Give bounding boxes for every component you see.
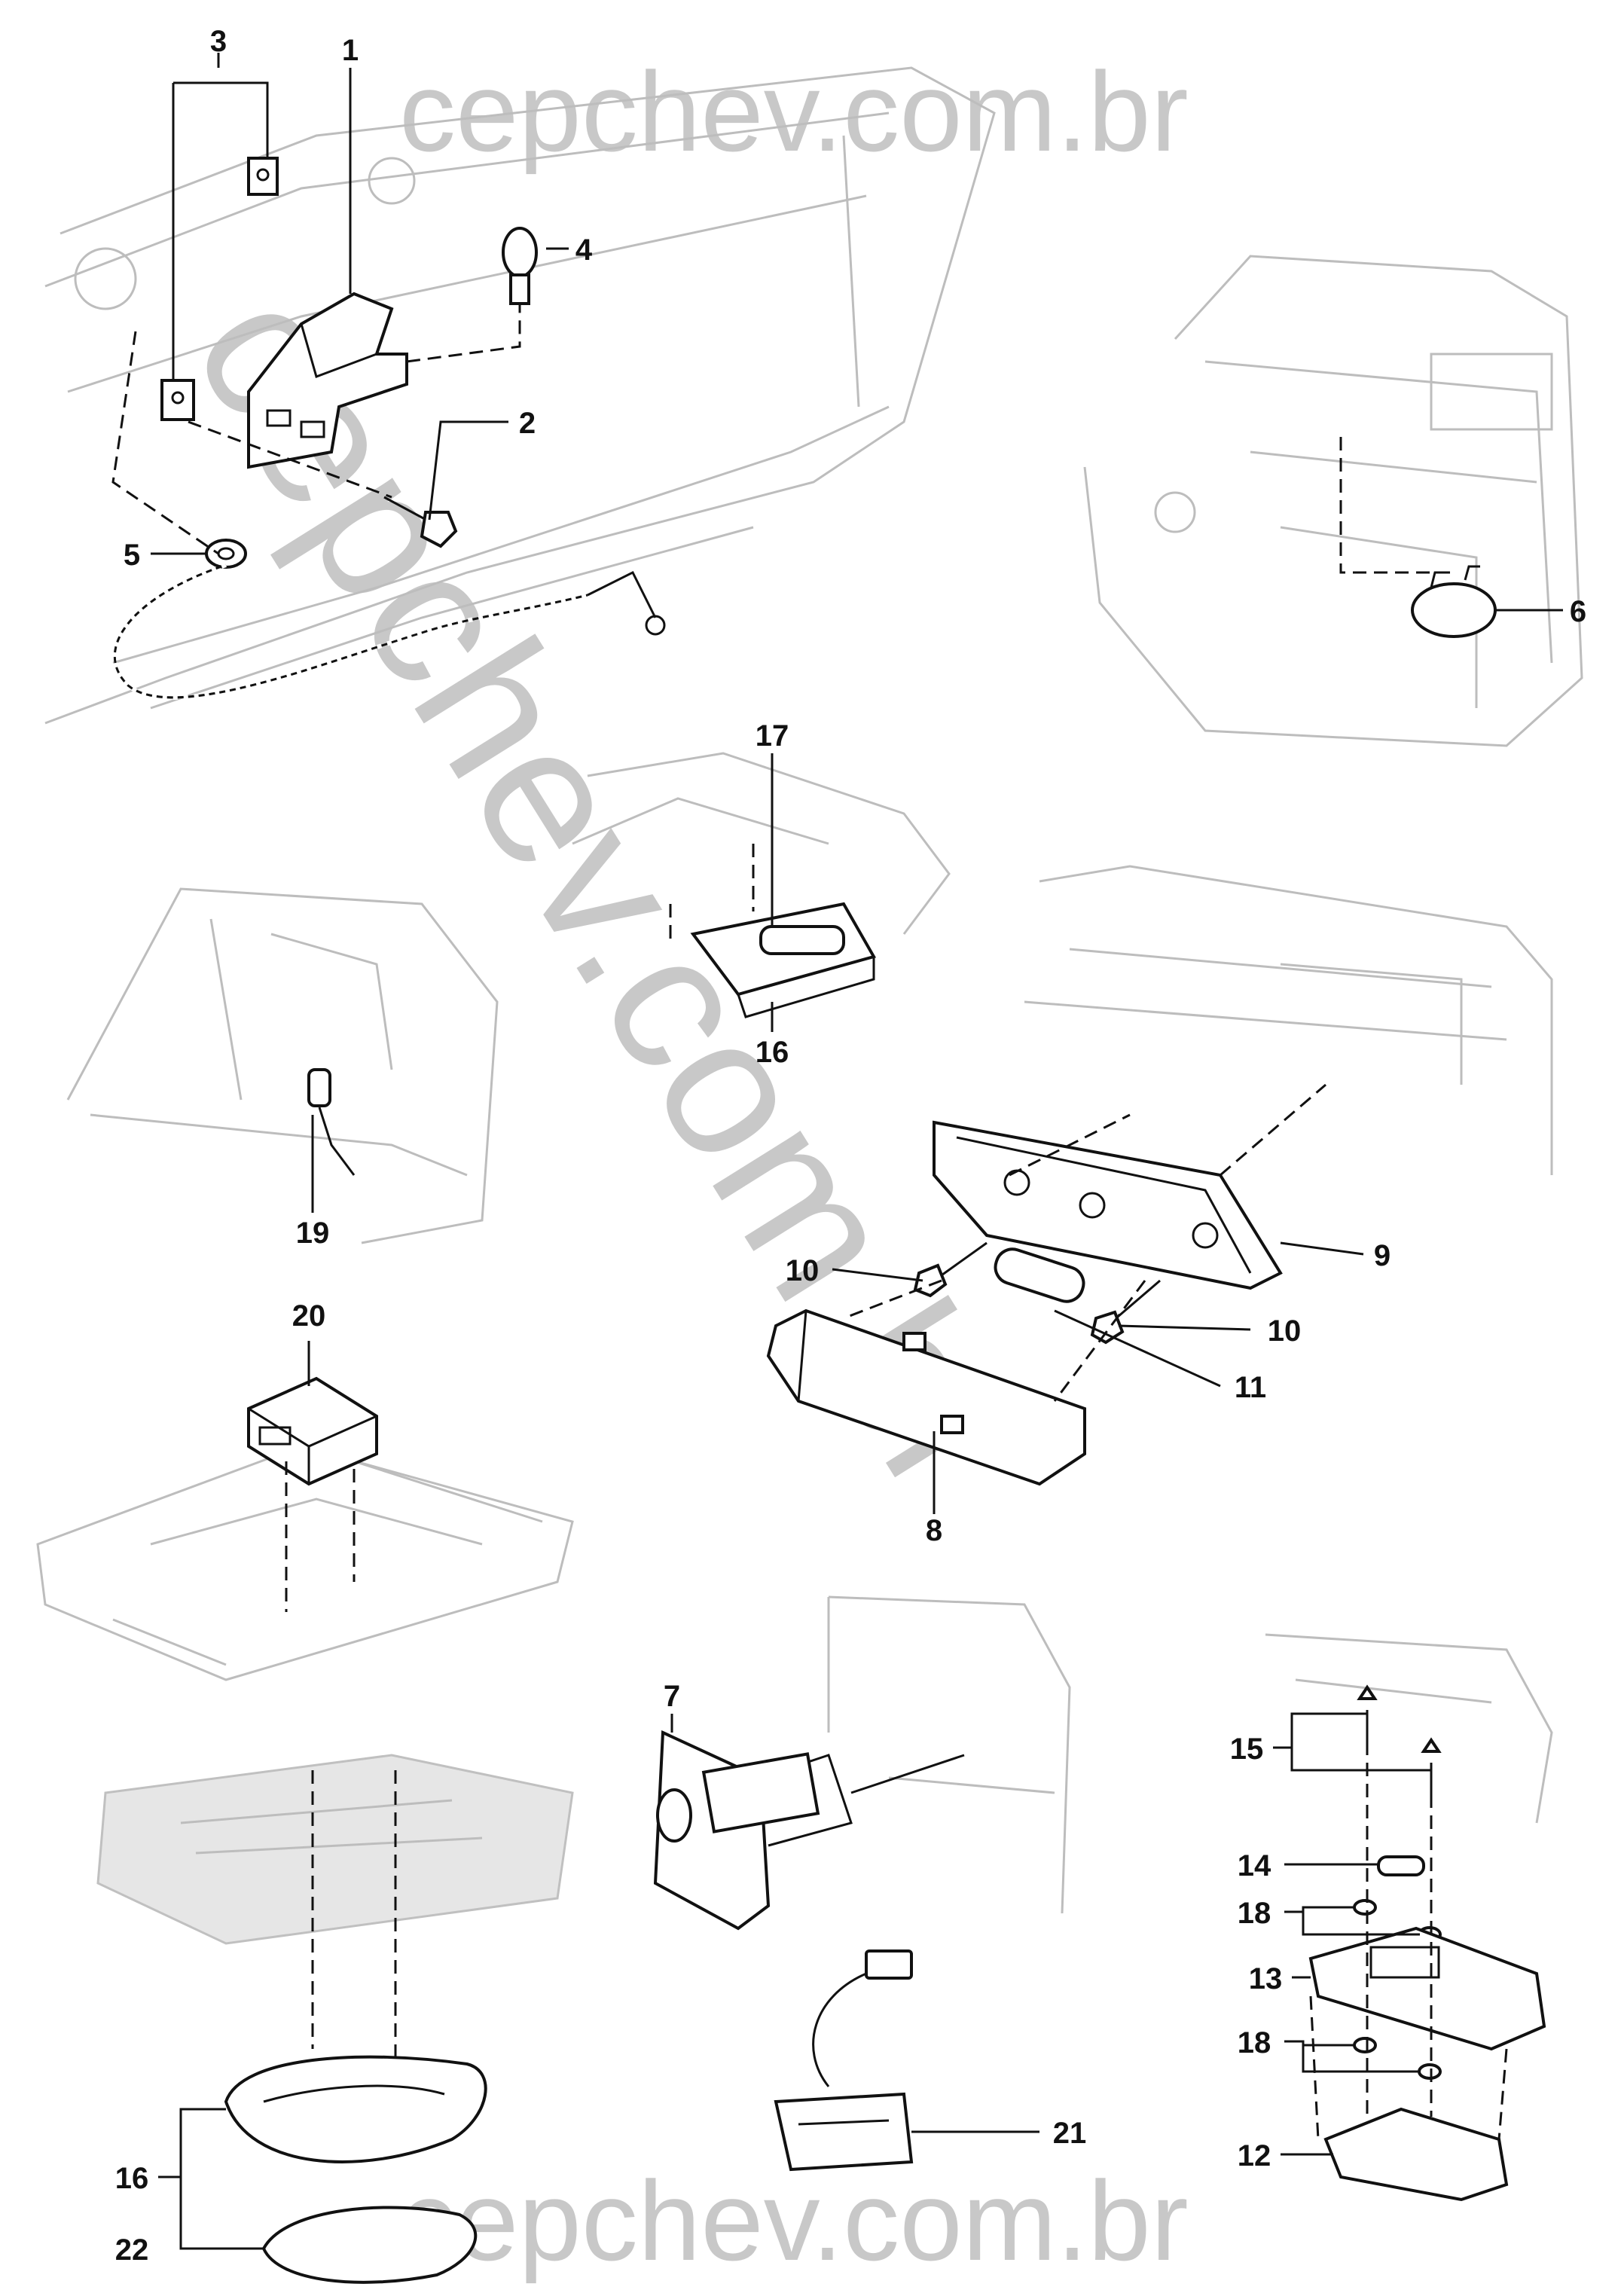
part-guide-lines-1-5 bbox=[111, 305, 521, 555]
callout-16a: 16 bbox=[756, 1036, 789, 1069]
part-grommet-5 bbox=[205, 539, 247, 569]
part-lens-22 bbox=[261, 2206, 478, 2284]
part-guide-lines-12-15 bbox=[1309, 1763, 1508, 2140]
part-bracket-1 bbox=[247, 292, 408, 469]
background-sketch-center bbox=[572, 752, 951, 935]
callout-17: 17 bbox=[756, 719, 789, 753]
callout-12: 12 bbox=[1238, 2139, 1271, 2172]
callout-labels: 1 2 3 4 5 6 7 8 9 10 10 11 12 13 14 15 1… bbox=[115, 25, 1586, 2267]
part-courtesy-lamp-17 bbox=[669, 844, 877, 1018]
callout-2: 2 bbox=[519, 407, 536, 440]
background-sketch-door bbox=[1083, 255, 1583, 747]
part-lens-12 bbox=[1323, 2107, 1509, 2202]
part-bulb-14 bbox=[1377, 1855, 1425, 1876]
part-lamp-housing-8 bbox=[766, 1308, 1086, 1486]
part-bulb-4 bbox=[502, 227, 538, 305]
leader-lines bbox=[151, 53, 1563, 2250]
part-switch-7 bbox=[653, 1730, 965, 1931]
callout-16b: 16 bbox=[115, 2162, 149, 2195]
background-sketch-dashboard bbox=[1024, 865, 1553, 1175]
callout-11: 11 bbox=[1235, 1371, 1266, 1404]
callout-19: 19 bbox=[296, 1217, 330, 1250]
part-guide-lines-8-11 bbox=[843, 1083, 1326, 1402]
part-bulb-11 bbox=[994, 1247, 1085, 1303]
part-screw-10a bbox=[913, 1241, 988, 1298]
callout-18b: 18 bbox=[1238, 2026, 1271, 2059]
callout-10b: 10 bbox=[1268, 1314, 1302, 1348]
background-sketch-seat bbox=[66, 887, 499, 1244]
part-lamp-16-lower bbox=[224, 1770, 487, 2163]
callout-8: 8 bbox=[926, 1514, 942, 1547]
callout-10a: 10 bbox=[786, 1254, 820, 1287]
part-module-21 bbox=[774, 1949, 914, 2172]
part-module-20 bbox=[247, 1376, 378, 1612]
part-lamp-base-13 bbox=[1308, 1926, 1546, 2051]
callout-18a: 18 bbox=[1238, 1897, 1271, 1930]
background-sketch-roof bbox=[44, 66, 996, 725]
callout-15: 15 bbox=[1230, 1733, 1264, 1766]
callout-13: 13 bbox=[1249, 1962, 1283, 1995]
part-screws-15 bbox=[1357, 1684, 1442, 1808]
part-clip-3b bbox=[160, 379, 195, 421]
part-wire-harness bbox=[112, 563, 666, 700]
callout-20: 20 bbox=[292, 1299, 326, 1333]
part-cap-6 bbox=[1339, 437, 1497, 638]
background-headliner-texture bbox=[96, 1754, 574, 1945]
callout-14: 14 bbox=[1238, 1849, 1271, 1882]
watermark-top: cepchev.com.br bbox=[399, 48, 1189, 175]
callout-1: 1 bbox=[342, 34, 359, 67]
callout-5: 5 bbox=[124, 539, 140, 572]
callout-6: 6 bbox=[1570, 595, 1586, 628]
callout-3: 3 bbox=[210, 25, 227, 58]
callout-21: 21 bbox=[1053, 2117, 1087, 2150]
part-bulb-19 bbox=[307, 1068, 356, 1176]
callout-4: 4 bbox=[575, 234, 593, 267]
part-frame-9 bbox=[933, 1120, 1283, 1290]
callout-7: 7 bbox=[664, 1680, 680, 1713]
part-screw-2 bbox=[383, 496, 458, 548]
background-sketch-roof-rear-right bbox=[1265, 1633, 1553, 1824]
part-clip-3a bbox=[247, 157, 279, 196]
callout-9: 9 bbox=[1374, 1239, 1391, 1272]
watermark-bottom: cepchev.com.br bbox=[399, 2157, 1189, 2284]
callout-22: 22 bbox=[115, 2233, 149, 2267]
background-sketch-roof-rear bbox=[827, 1595, 1071, 1914]
